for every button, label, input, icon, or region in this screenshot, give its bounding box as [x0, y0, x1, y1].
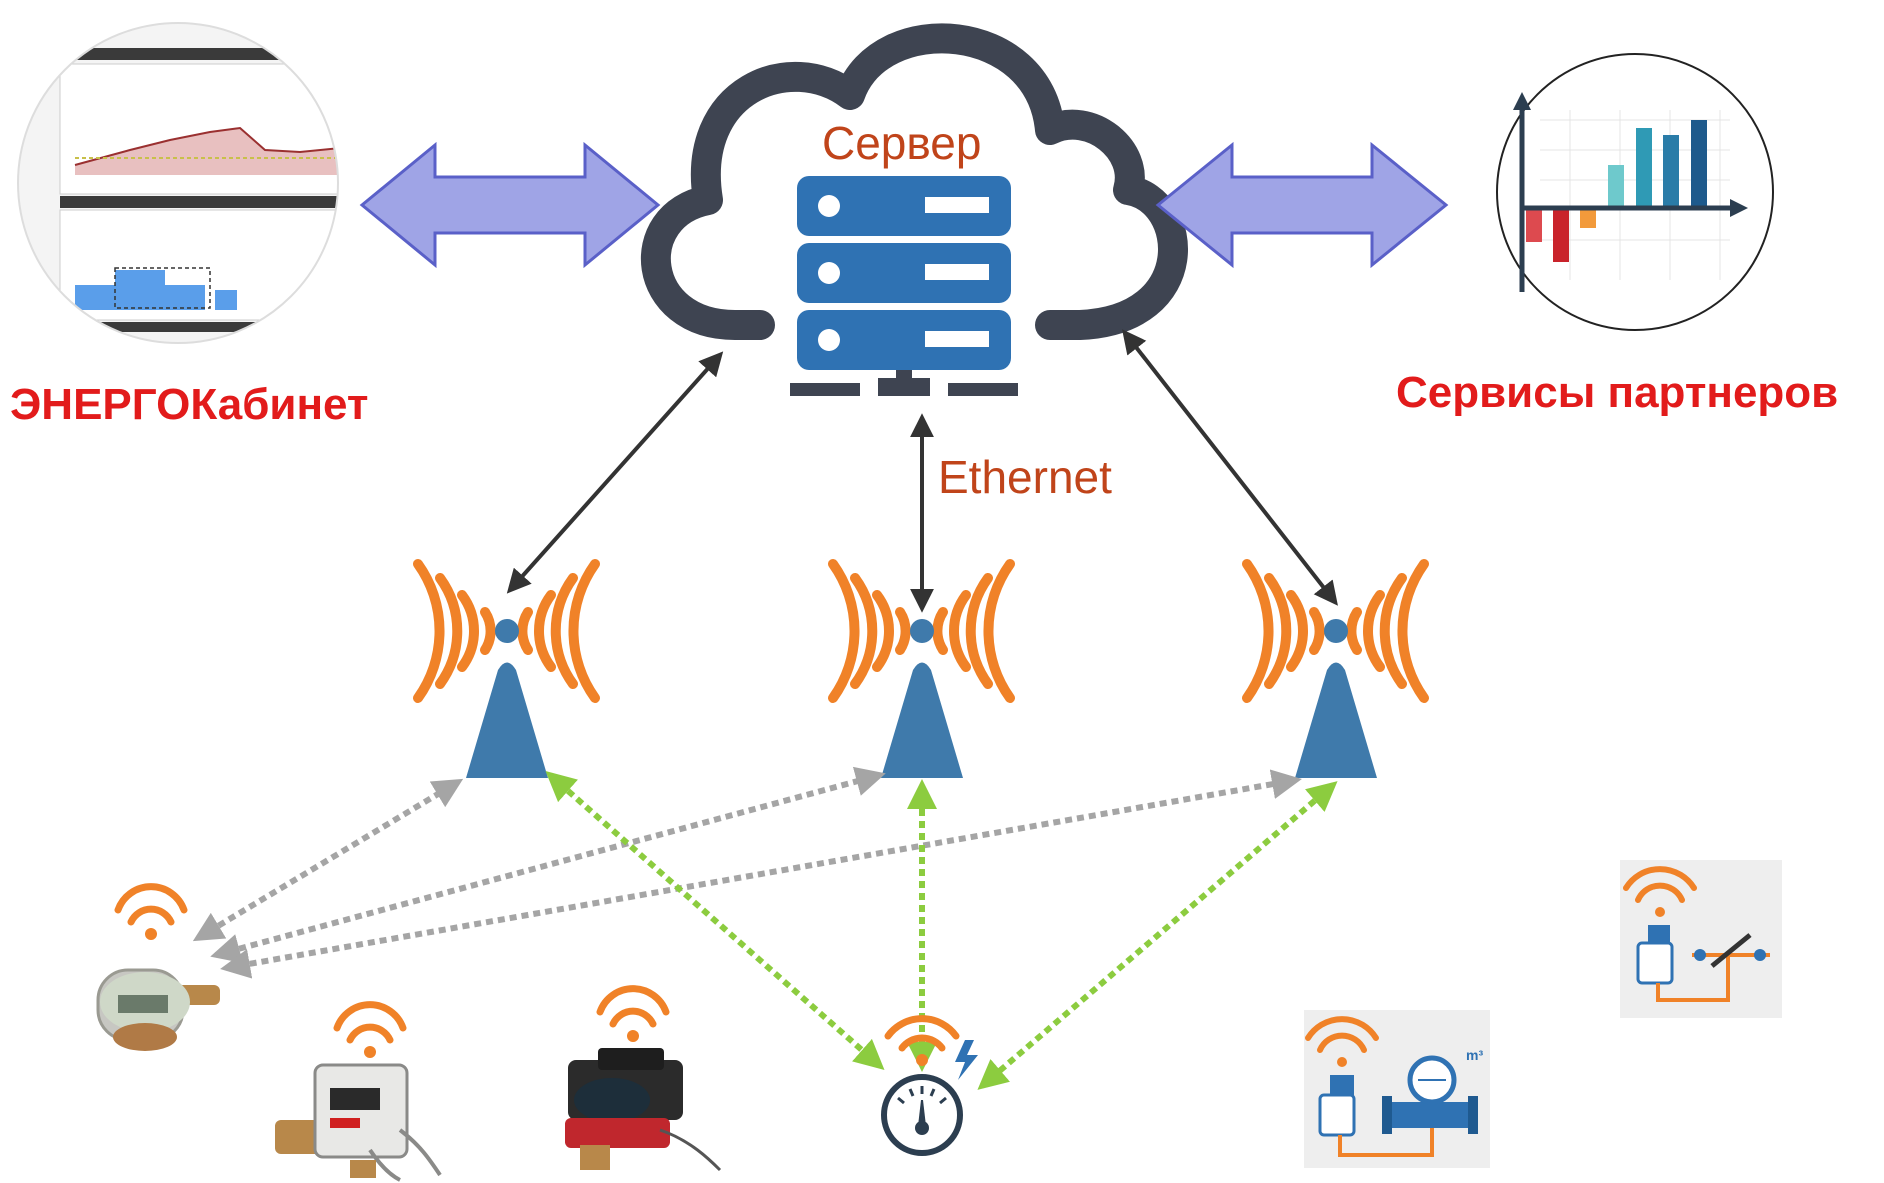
svg-text:m³: m³ [1466, 1047, 1483, 1063]
heat-meter [275, 1001, 442, 1182]
gray-links [192, 766, 1302, 979]
antenna-left [413, 559, 600, 778]
water-meter-left [96, 883, 220, 1051]
green-links [545, 771, 1338, 1090]
water-meter-sensor: m³ [1304, 1010, 1490, 1168]
cloud-icon [641, 23, 1188, 340]
ethernet-label: Ethernet [938, 451, 1112, 503]
server-rack-icon [790, 176, 1018, 396]
water-meter-cap [565, 985, 722, 1172]
antenna-center [828, 559, 1015, 778]
cabinet-label: ЭНЕРГОКабинет [10, 380, 369, 429]
cabinet-screenshot [17, 22, 339, 344]
valve-sensor [1620, 860, 1782, 1018]
gauge-icon [881, 1015, 978, 1156]
server-label: Сервер [822, 117, 982, 169]
antenna-right [1242, 559, 1429, 778]
cabinet-server-double-arrow [359, 141, 661, 269]
partners-label: Сервисы партнеров [1396, 368, 1839, 417]
server-link-left [506, 351, 724, 594]
server-partners-double-arrow [1155, 141, 1449, 269]
server-link-right [1122, 329, 1338, 606]
bar-chart-icon [1496, 53, 1774, 331]
